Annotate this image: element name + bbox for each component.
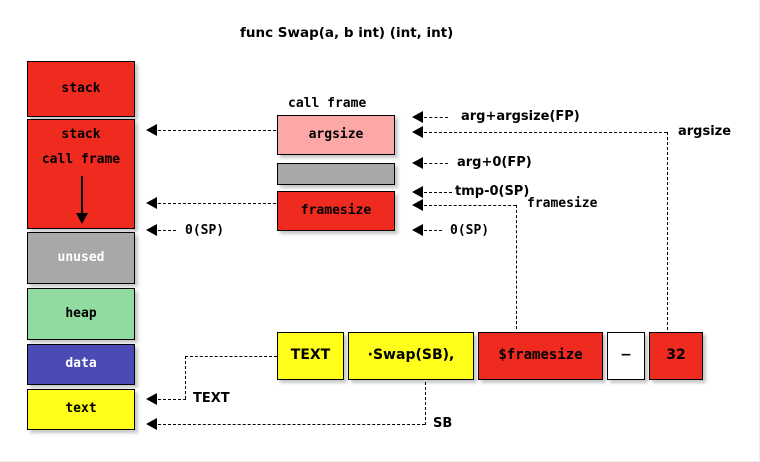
call-frame-slot-label: argsize: [308, 126, 364, 142]
connector-framesize-bottom-to-stack: [158, 203, 276, 204]
instruction-cell-label: $framesize: [498, 347, 583, 364]
arrow-head-left: [412, 111, 423, 123]
page-title: func Swap(a, b int) (int, int): [240, 25, 454, 41]
connector-zero-sp-left: [158, 230, 176, 231]
instruction-cell-label: 32: [666, 347, 686, 364]
call-frame-slot-label: framesize: [300, 202, 372, 218]
arrow-head-left: [412, 224, 423, 236]
connector-tmp-0-sp: [424, 192, 452, 193]
memory-segment-data: data: [27, 344, 135, 385]
annotation-arg-plus-argsize-fp: arg+argsize(FP): [461, 109, 580, 124]
instruction-cell-text: TEXT: [277, 332, 344, 380]
call-frame-slot-argsize: argsize: [277, 115, 395, 155]
annotation-zero-sp-left: 0(SP): [185, 223, 225, 238]
stack-growth-arrow-head: [76, 213, 88, 224]
memory-segment-unused: unused: [27, 232, 135, 284]
connector-sb-vertical: [425, 382, 426, 425]
instruction-cell-label: TEXT: [290, 347, 331, 364]
memory-segment-label: text: [65, 401, 97, 417]
connector-text-horizontal-bottom: [158, 399, 186, 400]
connector-framesize-brace-vertical: [516, 205, 517, 329]
arrow-head-left: [146, 197, 157, 209]
arrow-head-left: [146, 124, 157, 136]
memory-segment-stack: stack: [27, 61, 135, 117]
instruction-cell-32: 32: [649, 332, 703, 380]
instruction-cell-minus: −: [607, 332, 645, 380]
memory-segment-sublabel: call frame: [41, 152, 121, 167]
annotation-sb-label: SB: [433, 416, 453, 431]
connector-argsize-top-to-stack: [158, 130, 276, 131]
annotation-arg-plus-0-fp: arg+0(FP): [457, 155, 532, 170]
connector-arg-plus-argsize-fp: [424, 117, 448, 118]
connector-arg-plus-0-fp: [424, 163, 448, 164]
connector-framesize-brace-top: [424, 205, 516, 206]
arrow-head-left: [146, 224, 157, 236]
connector-argsize-brace-vertical: [667, 132, 668, 330]
arrow-head-left: [412, 157, 423, 169]
connector-argsize-brace-top: [424, 132, 667, 133]
instruction-cell-label: −: [620, 347, 632, 364]
annotation-zero-sp-right: 0(SP): [450, 223, 490, 238]
annotation-text-label: TEXT: [193, 391, 230, 406]
instruction-cell-framesize: $framesize: [478, 332, 603, 380]
arrow-head-left: [412, 126, 423, 138]
memory-segment-label: stack: [61, 80, 101, 96]
memory-segment-label: unused: [57, 249, 105, 265]
memory-segment-label: data: [65, 356, 97, 372]
arrow-head-left: [412, 199, 423, 211]
connector-zero-sp-right: [424, 230, 442, 231]
memory-segment-stack-call-frame: stack call frame: [27, 119, 135, 229]
annotation-framesize-brace: framesize: [527, 196, 598, 211]
call-frame-slot-framesize: framesize: [277, 191, 395, 231]
connector-text-horizontal-top: [185, 356, 277, 357]
arrow-head-left: [412, 186, 423, 198]
call-frame-heading: call frame: [288, 96, 367, 111]
memory-segment-label: stack: [61, 127, 101, 142]
annotation-tmp-0-sp: tmp-0(SP): [455, 184, 530, 199]
arrow-head-left: [146, 418, 157, 430]
call-frame-slot-unlabeled: [277, 163, 395, 185]
memory-segment-heap: heap: [27, 288, 135, 340]
memory-segment-text: text: [27, 389, 135, 430]
connector-text-vertical: [185, 356, 186, 399]
connector-sb-horizontal: [158, 424, 425, 425]
memory-segment-label: heap: [65, 305, 97, 321]
annotation-argsize-brace: argsize: [678, 124, 732, 139]
instruction-cell-symbol: ·Swap(SB),: [348, 332, 474, 380]
stack-growth-arrow-shaft: [81, 176, 83, 216]
instruction-cell-label: ·Swap(SB),: [367, 347, 455, 364]
arrow-head-left: [146, 393, 157, 405]
